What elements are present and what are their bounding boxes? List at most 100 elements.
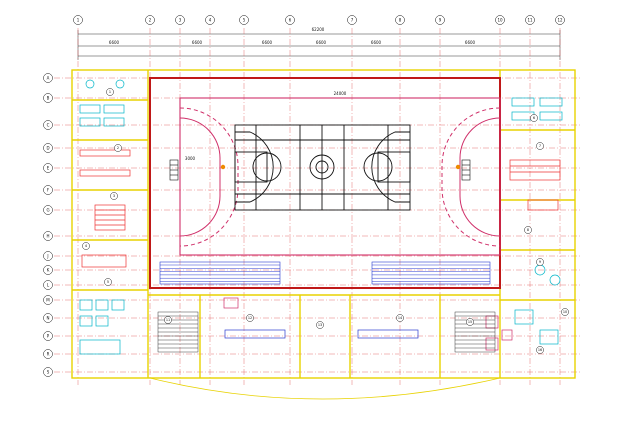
segment-dimension-labels: 6600 6600 6600 6600 6600 6600 <box>109 40 476 45</box>
court-boundary <box>179 97 501 256</box>
row-grid-bubble <box>43 205 53 215</box>
row-grid-bubble <box>43 349 53 359</box>
room-tag-label: 9 <box>539 260 541 264</box>
segment-dimension-label: 6600 <box>192 40 203 45</box>
room-tag-circle <box>466 318 474 326</box>
row-grid-label: G <box>46 208 49 213</box>
column-grid-label: 6 <box>289 18 292 23</box>
column-grid-bubble <box>395 15 405 25</box>
column-grid-bubble <box>525 15 535 25</box>
court-equipment <box>169 159 471 181</box>
row-grid-bubble <box>43 331 53 341</box>
column-grid-bubble <box>555 15 565 25</box>
room-tag-circle <box>104 278 112 286</box>
row-grid-bubble <box>43 185 53 195</box>
room-tag-label: 13 <box>318 323 322 327</box>
row-grid-bubble <box>43 120 53 130</box>
room-tag-circle <box>536 142 544 150</box>
goal-area-arcs <box>179 107 501 247</box>
room-tag-circle <box>536 258 544 266</box>
column-grid-label: 2 <box>149 18 152 23</box>
row-grid-label: N <box>47 316 50 321</box>
row-grid-label: S <box>47 370 50 375</box>
column-grid-bubble <box>239 15 249 25</box>
column-grid-label: 5 <box>243 18 246 23</box>
column-grid-label: 12 <box>557 18 563 23</box>
column-grid-bubble <box>435 15 445 25</box>
room-tag-circle <box>530 114 538 122</box>
column-grid-label: 11 <box>527 18 533 23</box>
row-grid-label: J <box>46 254 48 259</box>
room-tag-circle <box>396 314 404 322</box>
room-tag-label: 5 <box>107 280 109 284</box>
column-grid-label: 10 <box>497 18 503 23</box>
row-grid-label: K <box>47 268 50 273</box>
room-tag-circle <box>561 308 569 316</box>
column-grid-bubble <box>175 15 185 25</box>
right-rooms-furniture <box>511 97 563 345</box>
column-grid-bubble <box>73 15 83 25</box>
room-tag-label: 11 <box>166 318 170 322</box>
court-dimension-label: 24000 <box>334 91 347 96</box>
overall-dimension-label: 62200 <box>312 27 325 32</box>
column-grid-label: 7 <box>351 18 354 23</box>
room-tag-circle <box>536 346 544 354</box>
hall-wall <box>149 77 501 289</box>
room-tag-label: 1 <box>109 90 111 94</box>
court-side-dimension-label: 3000 <box>185 156 196 161</box>
room-tag-label: 2 <box>117 146 119 150</box>
row-grid-label: M <box>46 298 50 303</box>
row-grid-bubble <box>43 280 53 290</box>
column-grid-bubble <box>285 15 295 25</box>
segment-dimension-label: 6600 <box>109 40 120 45</box>
segment-dimension-label: 6600 <box>262 40 273 45</box>
column-grid-bubble <box>205 15 215 25</box>
row-grid-label: R <box>47 352 50 357</box>
segment-dimension-label: 6600 <box>465 40 476 45</box>
room-tag-circle <box>110 192 118 200</box>
right-rooms-equipment <box>509 159 561 211</box>
column-grid-label: 8 <box>399 18 402 23</box>
seat-rows <box>160 264 490 282</box>
building-walls <box>71 69 576 400</box>
row-grid-label: L <box>47 283 50 288</box>
room-tag-circle <box>246 314 254 322</box>
room-tag-circle <box>524 226 532 234</box>
row-grid-label: P <box>47 334 50 339</box>
column-grid-label: 3 <box>179 18 182 23</box>
column-grid-bubble <box>495 15 505 25</box>
column-grid-label: 9 <box>439 18 442 23</box>
room-tag-label: 3 <box>113 194 115 198</box>
room-tag-label: 8 <box>527 228 529 232</box>
row-grid-bubble <box>43 251 53 261</box>
room-tag-label: 4 <box>85 244 87 248</box>
row-grid-bubble <box>43 295 53 305</box>
room-tag-label: 10 <box>563 310 567 314</box>
segment-dimension-label: 6600 <box>371 40 382 45</box>
room-tag-label: 16 <box>538 348 542 352</box>
room-tag-circle <box>82 242 90 250</box>
room-tag-label: 15 <box>468 320 472 324</box>
row-grid-bubble <box>43 231 53 241</box>
row-grid-bubble <box>43 93 53 103</box>
room-tag-label: 7 <box>539 144 541 148</box>
room-tag-circle <box>316 321 324 329</box>
row-grid-bubble <box>43 163 53 173</box>
row-grid-bubble <box>43 73 53 83</box>
row-grid-bubble <box>43 265 53 275</box>
row-grid-label: H <box>46 234 49 239</box>
column-grid-label: 1 <box>77 18 80 23</box>
room-tag-label: 12 <box>248 316 252 320</box>
left-rooms-equipment <box>79 149 131 268</box>
row-grid-bubble <box>43 313 53 323</box>
room-tag-label: 14 <box>398 316 402 320</box>
bottom-rooms-benches <box>224 329 419 339</box>
row-grid-label: F <box>47 188 50 193</box>
column-grid-label: 4 <box>209 18 212 23</box>
segment-dimension-label: 6600 <box>316 40 327 45</box>
row-grid-label: B <box>47 96 50 101</box>
basketball-court <box>234 124 411 211</box>
